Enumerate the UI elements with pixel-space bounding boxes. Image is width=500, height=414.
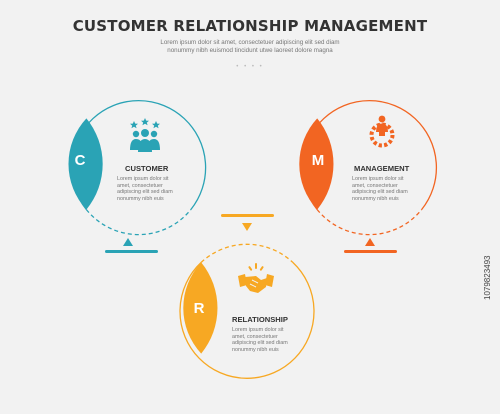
management-heading: MANAGEMENT — [354, 164, 410, 173]
management-base — [344, 250, 397, 253]
person-gear-icon — [369, 115, 395, 148]
relationship-ring-dashed — [200, 243, 294, 263]
customer-group-icon — [130, 118, 160, 152]
customer-ring-dashed — [85, 209, 192, 236]
subtitle-dots: • • • • — [236, 64, 264, 70]
relationship-description: Lorem ipsum dolor sit amet, consectetuer… — [232, 327, 288, 353]
management-accent-arc — [299, 118, 334, 210]
management-letter: M — [312, 152, 325, 169]
management-pointer — [365, 238, 375, 246]
management-node: M — [299, 100, 438, 253]
stock-id-label: 1079823493 — [483, 255, 492, 301]
page-title: CUSTOMER RELATIONSHIP MANAGEMENT — [72, 17, 428, 35]
customer-pointer — [123, 238, 133, 246]
customer-base — [105, 250, 158, 253]
page-subtitle: Lorem ipsum dolor sit amet, consectetuer… — [160, 39, 340, 54]
customer-node: C — [68, 100, 207, 253]
relationship-base — [221, 214, 274, 217]
relationship-pointer — [242, 223, 252, 231]
customer-letter: C — [75, 152, 86, 169]
relationship-letter: R — [194, 300, 205, 317]
customer-accent-arc — [68, 118, 103, 210]
relationship-ring-solid — [179, 261, 315, 379]
relationship-node: R — [179, 214, 315, 379]
relationship-heading: RELATIONSHIP — [232, 315, 288, 324]
management-description: Lorem ipsum dolor sit amet, consectetuer… — [352, 176, 408, 202]
customer-heading: CUSTOMER — [125, 164, 169, 173]
customer-description: Lorem ipsum dolor sit amet, consectetuer… — [117, 176, 173, 202]
handshake-icon — [238, 263, 274, 293]
management-ring-dashed — [316, 209, 423, 236]
relationship-accent-arc — [183, 262, 218, 354]
